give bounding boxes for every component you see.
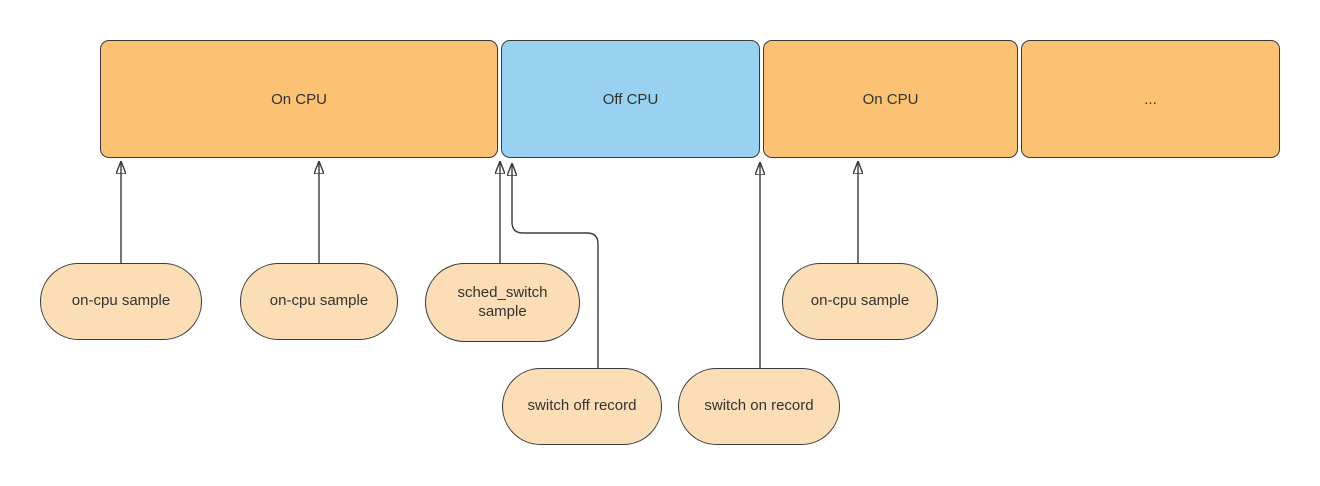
annotation-on-cpu-sample-2: on-cpu sample [240,263,398,340]
timeline-segment-off-cpu: Off CPU [501,40,760,158]
annotation-switch-on-record: switch on record [678,368,840,445]
timeline-segment-on-cpu-2: On CPU [763,40,1018,158]
annotation-sched-switch-sample: sched_switch sample [425,263,580,342]
annotation-on-cpu-sample-1: on-cpu sample [40,263,202,340]
timeline-segment-on-cpu-1: On CPU [100,40,498,158]
annotation-on-cpu-sample-3: on-cpu sample [782,263,938,340]
annotation-switch-off-record: switch off record [502,368,662,445]
timeline-segment-ellipsis: ... [1021,40,1280,158]
